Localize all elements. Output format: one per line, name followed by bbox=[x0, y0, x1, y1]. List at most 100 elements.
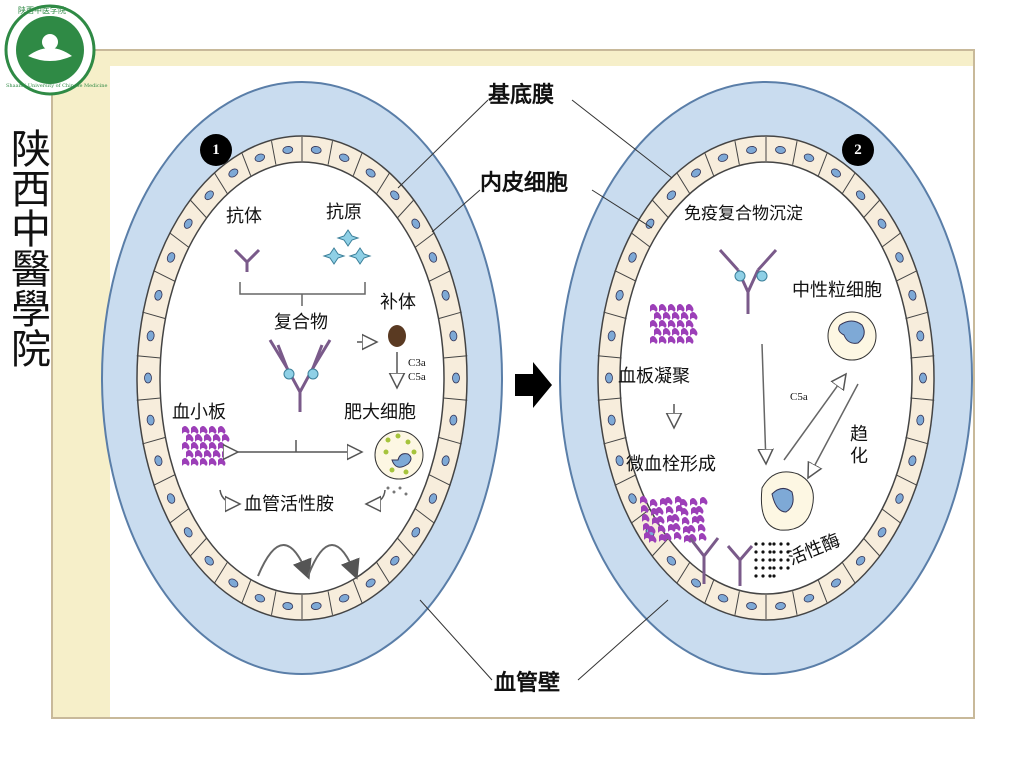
antigens-2 bbox=[734, 270, 768, 282]
platelet bbox=[690, 312, 698, 320]
thrombus-platelet bbox=[700, 497, 708, 505]
nucleus bbox=[803, 594, 815, 603]
platelet bbox=[659, 304, 667, 312]
platelet bbox=[677, 320, 685, 328]
cell-boundary bbox=[597, 355, 622, 359]
cell-boundary bbox=[863, 199, 881, 218]
thrombus-platelet bbox=[649, 535, 657, 543]
nucleus bbox=[428, 252, 438, 263]
cell-boundary bbox=[734, 591, 740, 615]
nucleus bbox=[428, 493, 438, 504]
cell-boundary bbox=[734, 141, 740, 165]
thrombus-platelet bbox=[664, 533, 672, 541]
cell-boundary bbox=[327, 141, 333, 165]
enzyme-dot bbox=[768, 574, 772, 578]
cell-boundary bbox=[676, 562, 691, 584]
nucleus bbox=[310, 602, 322, 610]
nucleus bbox=[338, 594, 350, 603]
cell-boundary bbox=[271, 141, 277, 165]
nucleus bbox=[628, 493, 637, 504]
thrombus-platelet bbox=[642, 514, 650, 522]
platelet bbox=[200, 442, 208, 450]
nucleus bbox=[204, 190, 214, 201]
cell-boundary bbox=[376, 562, 390, 584]
enzyme-dot bbox=[772, 542, 776, 546]
nucleus bbox=[390, 555, 400, 566]
cell-boundary bbox=[817, 153, 828, 176]
cell-boundary bbox=[169, 232, 189, 248]
label-immune-deposit: 免疫复合物沉淀 bbox=[684, 204, 803, 224]
cell-boundary bbox=[214, 172, 228, 194]
cell-boundary bbox=[597, 397, 622, 401]
label-complement: 补体 bbox=[380, 292, 416, 313]
antibody-1 bbox=[233, 248, 261, 272]
platelet bbox=[654, 312, 662, 320]
cell-boundary bbox=[651, 199, 669, 218]
cell-boundary bbox=[169, 508, 189, 524]
cell-boundary bbox=[352, 153, 363, 176]
thrombus-platelet bbox=[641, 505, 649, 513]
label-chemotaxis: 趋化 bbox=[847, 424, 868, 468]
nucleus bbox=[411, 218, 421, 229]
cell-boundary bbox=[241, 580, 252, 603]
nucleus bbox=[615, 289, 624, 301]
platelet bbox=[182, 458, 190, 466]
platelet bbox=[659, 320, 667, 328]
label-antigen: 抗原 bbox=[326, 202, 362, 223]
nucleus bbox=[895, 493, 904, 504]
chemotaxis-arrows bbox=[783, 374, 859, 478]
nucleus bbox=[831, 578, 841, 588]
enzyme-dot bbox=[761, 566, 765, 570]
platelet bbox=[204, 450, 212, 458]
left-strip bbox=[52, 50, 110, 718]
cell-boundary bbox=[704, 153, 715, 176]
nucleus bbox=[449, 330, 458, 342]
label-endothelial-cell: 内皮细胞 bbox=[480, 170, 569, 196]
thrombus-platelet bbox=[680, 499, 688, 507]
label-c3a-c5a: C3a C5a bbox=[408, 357, 426, 383]
nucleus bbox=[441, 289, 450, 301]
platelet bbox=[650, 320, 658, 328]
platelet bbox=[182, 442, 190, 450]
nucleus bbox=[183, 218, 193, 229]
cell-boundary bbox=[438, 311, 462, 320]
antigen-cluster-1 bbox=[322, 229, 372, 265]
nucleus bbox=[146, 414, 155, 426]
thrombus-platelet bbox=[697, 515, 705, 523]
nucleus bbox=[607, 330, 616, 342]
granule bbox=[383, 449, 389, 455]
nucleus bbox=[605, 372, 613, 384]
nucleus bbox=[666, 555, 677, 566]
nucleus bbox=[282, 146, 294, 154]
nucleus bbox=[746, 146, 757, 154]
nucleus bbox=[895, 252, 904, 263]
cell-boundary bbox=[630, 232, 651, 248]
nucleus bbox=[452, 372, 460, 384]
nucleus bbox=[775, 602, 786, 610]
enzyme-dot bbox=[772, 566, 776, 570]
enzyme-dot bbox=[768, 550, 772, 554]
platelet bbox=[681, 312, 689, 320]
enzyme-dot bbox=[761, 542, 765, 546]
platelet-cluster-2 bbox=[650, 304, 698, 344]
platelet bbox=[686, 320, 694, 328]
nucleus bbox=[390, 190, 400, 201]
slide-frame bbox=[51, 49, 975, 719]
nucleus bbox=[691, 168, 701, 178]
nucleus bbox=[449, 414, 458, 426]
platelet bbox=[663, 312, 671, 320]
thrombus-platelet bbox=[650, 499, 658, 507]
neutrophil bbox=[827, 311, 877, 361]
enzyme-dot bbox=[754, 574, 758, 578]
nucleus bbox=[183, 527, 193, 538]
thrombus-platelet bbox=[682, 517, 690, 525]
cell-boundary bbox=[603, 436, 627, 445]
cell-boundary bbox=[881, 508, 902, 524]
cell-boundary bbox=[841, 172, 856, 194]
nucleus bbox=[855, 190, 866, 201]
cell-boundary bbox=[704, 580, 715, 603]
platelet bbox=[677, 336, 685, 344]
label-pointer-lines bbox=[397, 99, 673, 681]
platelet bbox=[681, 328, 689, 336]
